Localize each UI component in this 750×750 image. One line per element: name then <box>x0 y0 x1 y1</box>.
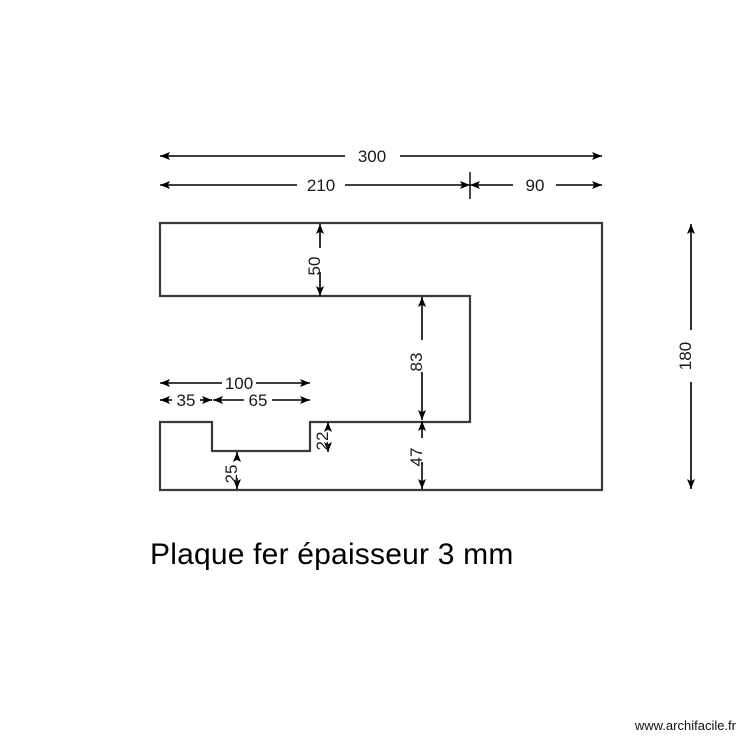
dimension-notch-left-width: 35 <box>160 391 212 410</box>
dimension-right-width: 90 <box>470 176 602 195</box>
dimension-notch-right-depth: 22 <box>313 422 332 452</box>
part-caption: Plaque fer épaisseur 3 mm <box>150 538 514 571</box>
dim-label-90: 90 <box>526 176 545 195</box>
dim-label-83: 83 <box>407 353 426 372</box>
dim-label-300: 300 <box>358 147 386 166</box>
dimension-top-band-height: 50 <box>305 224 324 296</box>
dim-label-65: 65 <box>249 391 268 410</box>
dimension-left-width: 210 <box>160 172 471 199</box>
dim-label-35: 35 <box>177 391 196 410</box>
site-footer-url: www.archifacile.fr <box>634 718 736 733</box>
dim-label-180: 180 <box>676 342 695 370</box>
dimension-inner-height-lower: 47 <box>407 421 426 489</box>
plaque-fer-outline <box>158 221 604 492</box>
dim-label-47: 47 <box>407 448 426 467</box>
dim-label-100: 100 <box>225 374 253 393</box>
dimension-overall-width: 300 <box>160 147 602 166</box>
dim-label-22: 22 <box>313 432 332 451</box>
dim-label-50: 50 <box>305 257 324 276</box>
dim-label-25: 25 <box>222 465 241 484</box>
dimension-notch-group-width: 100 <box>160 374 310 393</box>
dimension-overall-height: 180 <box>676 224 695 489</box>
dimension-notch-right-width: 65 <box>213 391 310 410</box>
dimension-notch-left-depth: 25 <box>222 452 241 489</box>
dimension-inner-height-upper: 83 <box>407 297 426 420</box>
dim-label-210: 210 <box>307 176 335 195</box>
part-outline-group <box>158 221 604 492</box>
